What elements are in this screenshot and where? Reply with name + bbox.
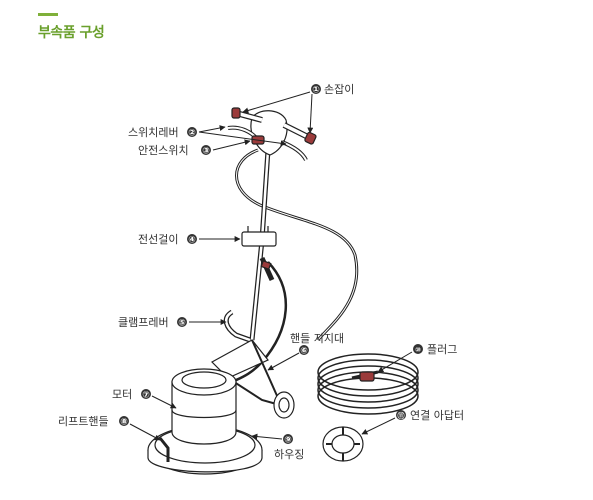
label-handle-grip: ① 손잡이 <box>242 83 354 134</box>
coiled-cord <box>317 353 419 415</box>
number-10: ⑩ <box>415 346 421 354</box>
part-label-11: 연결 아답터 <box>410 409 464 422</box>
number-8: ⑧ <box>120 418 128 428</box>
label-safety-switch: 안전스위치 ③ <box>138 139 251 157</box>
label-lift-handle: 리프트핸들 ⑧ <box>58 415 161 441</box>
number-badge-7 <box>141 389 151 399</box>
section-accent-bar <box>38 13 58 16</box>
number-4: ④ <box>188 236 196 246</box>
number-6: ⑥ <box>300 347 308 357</box>
number-9: ⑨ <box>284 436 292 446</box>
label-housing: ⑨ 하우징 <box>251 433 304 461</box>
label-motor: 모터 ⑦ <box>112 388 177 409</box>
label-clamp-lever: 클램프레버 ⑤ <box>118 316 227 329</box>
part-label-7: 모터 <box>112 388 132 401</box>
section-title: 부속품 구성 <box>38 25 105 41</box>
number-1: ① <box>312 86 320 96</box>
part-label-1: 손잡이 <box>324 83 354 96</box>
label-cord-hook: 전선걸이 ④ <box>138 233 241 246</box>
number-badge-8 <box>119 416 129 426</box>
machine-illustration <box>147 107 419 475</box>
number-5: ⑤ <box>178 319 186 329</box>
part-label-3: 안전스위치 <box>138 144 189 157</box>
number-7: ⑦ <box>142 391 150 401</box>
label-connection-adapter: ⑪ 연결 아답터 <box>361 409 464 435</box>
part-label-2: 스위치레버 <box>128 126 179 139</box>
number-badge-6 <box>299 345 309 355</box>
number-badge-2 <box>187 127 197 137</box>
number-11: ⑪ <box>398 411 405 420</box>
number-2: ② <box>188 129 196 139</box>
number-3: ③ <box>202 147 210 157</box>
number-badge-11 <box>396 410 406 420</box>
number-badge-1 <box>311 84 321 94</box>
number-badge-9 <box>283 434 293 444</box>
number-badge-5 <box>177 317 187 327</box>
number-badge-10 <box>413 344 423 354</box>
part-label-9: 하우징 <box>274 447 304 461</box>
label-plug: ⑩ 플러그 <box>377 343 457 373</box>
label-handle-support: 핸들 지지대 ⑥ <box>267 332 344 371</box>
number-badge-4 <box>187 234 197 244</box>
part-label-5: 클램프레버 <box>118 316 169 329</box>
number-badge-3 <box>201 145 211 155</box>
part-label-10: 플러그 <box>427 343 457 356</box>
part-label-6: 핸들 지지대 <box>290 332 344 345</box>
label-switch-lever: 스위치레버 ② <box>128 125 287 147</box>
part-label-4: 전선걸이 <box>138 233 178 246</box>
part-label-8: 리프트핸들 <box>58 415 109 428</box>
